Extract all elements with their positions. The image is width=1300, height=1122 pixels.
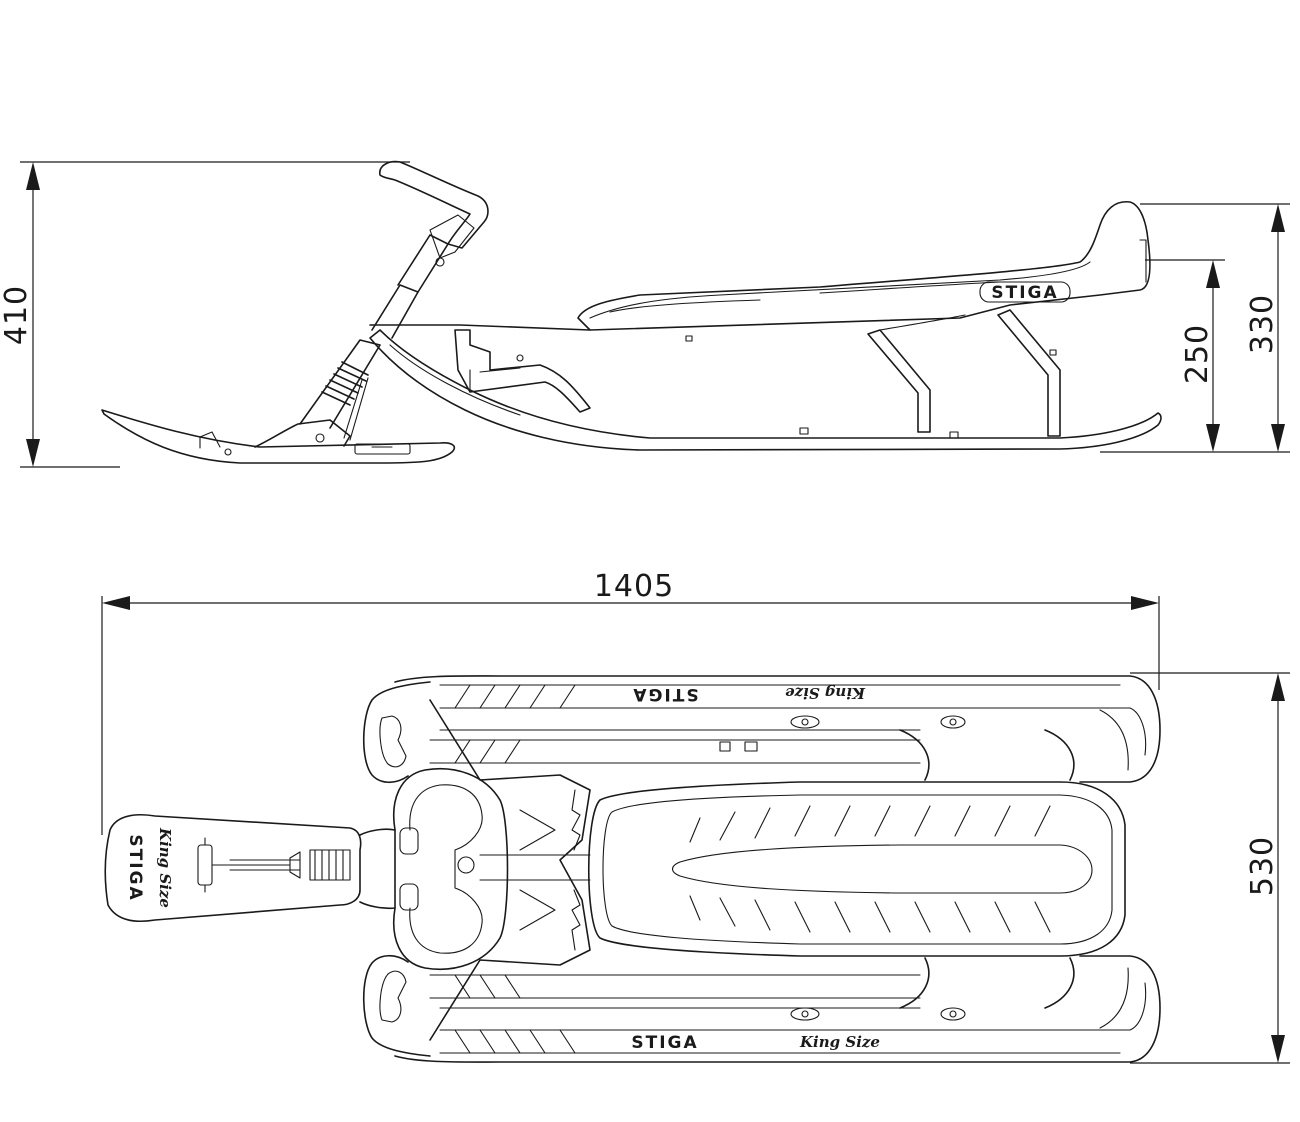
upper-ski-model-label: King Size [785, 684, 866, 702]
dim-label-530: 530 [1245, 836, 1280, 896]
sled-body: STIGA [369, 200, 1151, 331]
steering-column [299, 234, 449, 441]
lower-ski-brand-label: STIGA [631, 1033, 698, 1053]
steering-handle [379, 160, 489, 267]
side-view: 410 330 250 [0, 160, 1290, 468]
top-seat [588, 781, 1126, 957]
top-view: 1405 530 STIGA King Size [101, 569, 1290, 1064]
dim-label-410: 410 [0, 285, 34, 345]
front-ski-model-label: King Size [156, 827, 174, 908]
side-runner [369, 309, 1162, 451]
dimension-330: 330 [1100, 203, 1290, 453]
dim-label-330: 330 [1245, 294, 1280, 354]
dim-label-1405: 1405 [594, 569, 674, 604]
top-front-ski: STIGA King Size [104, 814, 362, 922]
top-rails [899, 729, 1075, 1009]
upper-ski-brand-label: STIGA [631, 684, 698, 704]
lower-ski-model-label: King Size [799, 1033, 880, 1051]
dimension-530: 530 [1130, 672, 1290, 1064]
top-ski-lower: STIGA King Size [362, 954, 1161, 1063]
top-ski-upper: STIGA King Size [362, 675, 1161, 784]
dimension-250: 250 [1145, 259, 1225, 452]
top-steering [359, 699, 591, 1041]
front-ski [101, 409, 456, 464]
front-ski-brand-label: STIGA [125, 834, 145, 901]
dimension-1405: 1405 [101, 569, 1160, 835]
dimension-410: 410 [0, 161, 410, 468]
dim-label-250: 250 [1180, 324, 1215, 384]
side-brand-label: STIGA [991, 283, 1058, 303]
